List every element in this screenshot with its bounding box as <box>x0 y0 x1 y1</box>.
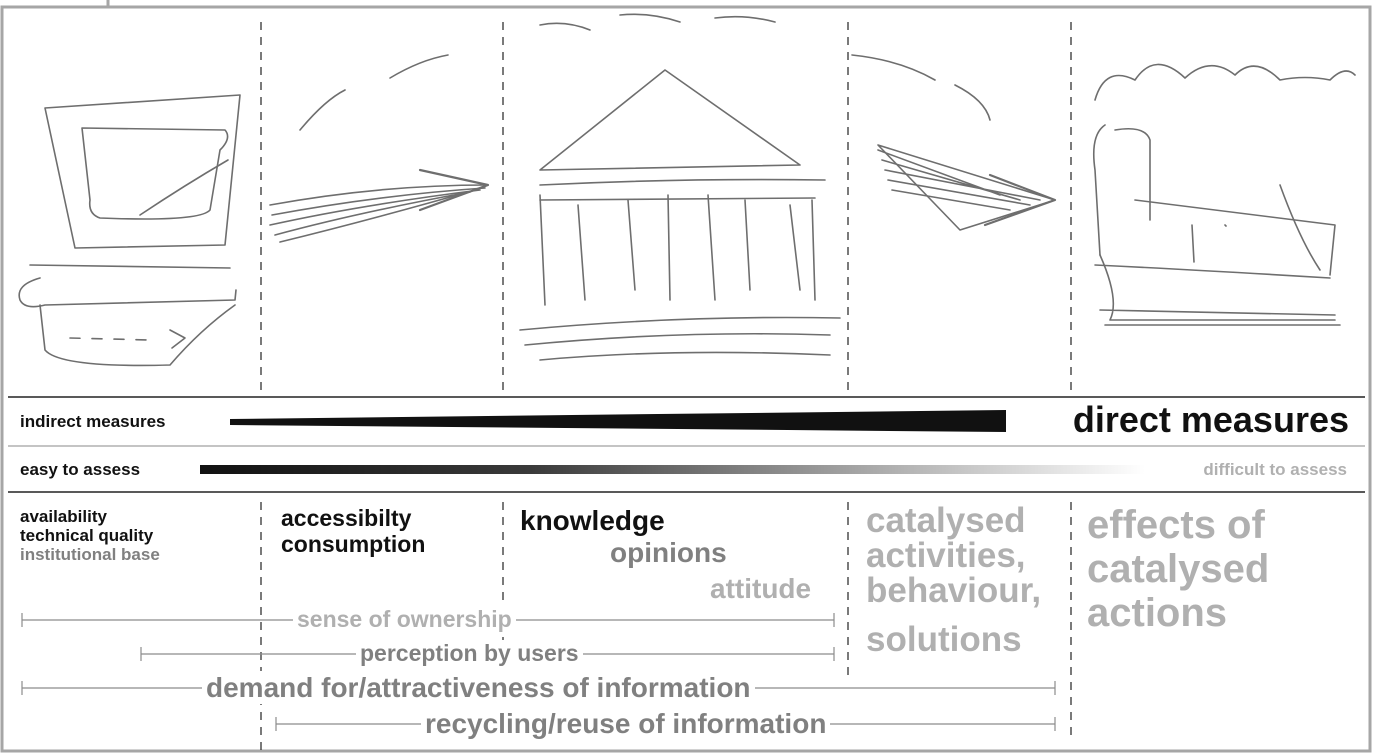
arrow-sketch <box>269 54 490 243</box>
difficult-to-assess-label: difficult to assess <box>1203 460 1347 479</box>
building-sketch <box>519 13 841 361</box>
stage-activities: activities, <box>866 536 1026 575</box>
stage-solutions: solutions <box>866 620 1022 659</box>
measures-wedge <box>230 410 1006 432</box>
column-dividers <box>260 22 1072 751</box>
stage-accessibility: accessibilty <box>281 505 412 531</box>
indirect-measures-label: indirect measures <box>20 412 166 431</box>
span-sense-of-ownership: sense of ownership <box>293 606 516 633</box>
span-perception-by-users: perception by users <box>356 640 583 667</box>
stage-behaviour: behaviour, <box>866 571 1042 610</box>
stage-attitude: attitude <box>710 573 812 604</box>
stage-effects-of: effects of <box>1087 503 1265 547</box>
stage-technical-quality: technical quality <box>20 526 154 545</box>
stage-catalysed: catalysed <box>866 501 1026 540</box>
factory-sketch <box>1092 63 1356 326</box>
stage-catalysed-effects: catalysed <box>1087 547 1270 591</box>
stage-consumption: consumption <box>281 531 426 557</box>
section-rules <box>8 396 1365 493</box>
stage-opinions: opinions <box>610 537 727 568</box>
span-recycling-reuse: recycling/reuse of information <box>421 707 831 740</box>
direct-measures-label: direct measures <box>1072 399 1349 440</box>
span-demand-for-attractiveness: demand for/attractiveness of information <box>202 671 755 704</box>
stage-knowledge: knowledge <box>520 505 665 536</box>
arrow-sketch <box>851 54 1057 231</box>
stage-institutional-base: institutional base <box>20 545 160 564</box>
easy-to-assess-label: easy to assess <box>20 460 141 479</box>
computer-sketch <box>18 94 241 367</box>
stage-availability: availability <box>20 507 107 526</box>
stage-actions: actions <box>1087 591 1228 635</box>
assessment-gradient-bar <box>200 465 1145 474</box>
